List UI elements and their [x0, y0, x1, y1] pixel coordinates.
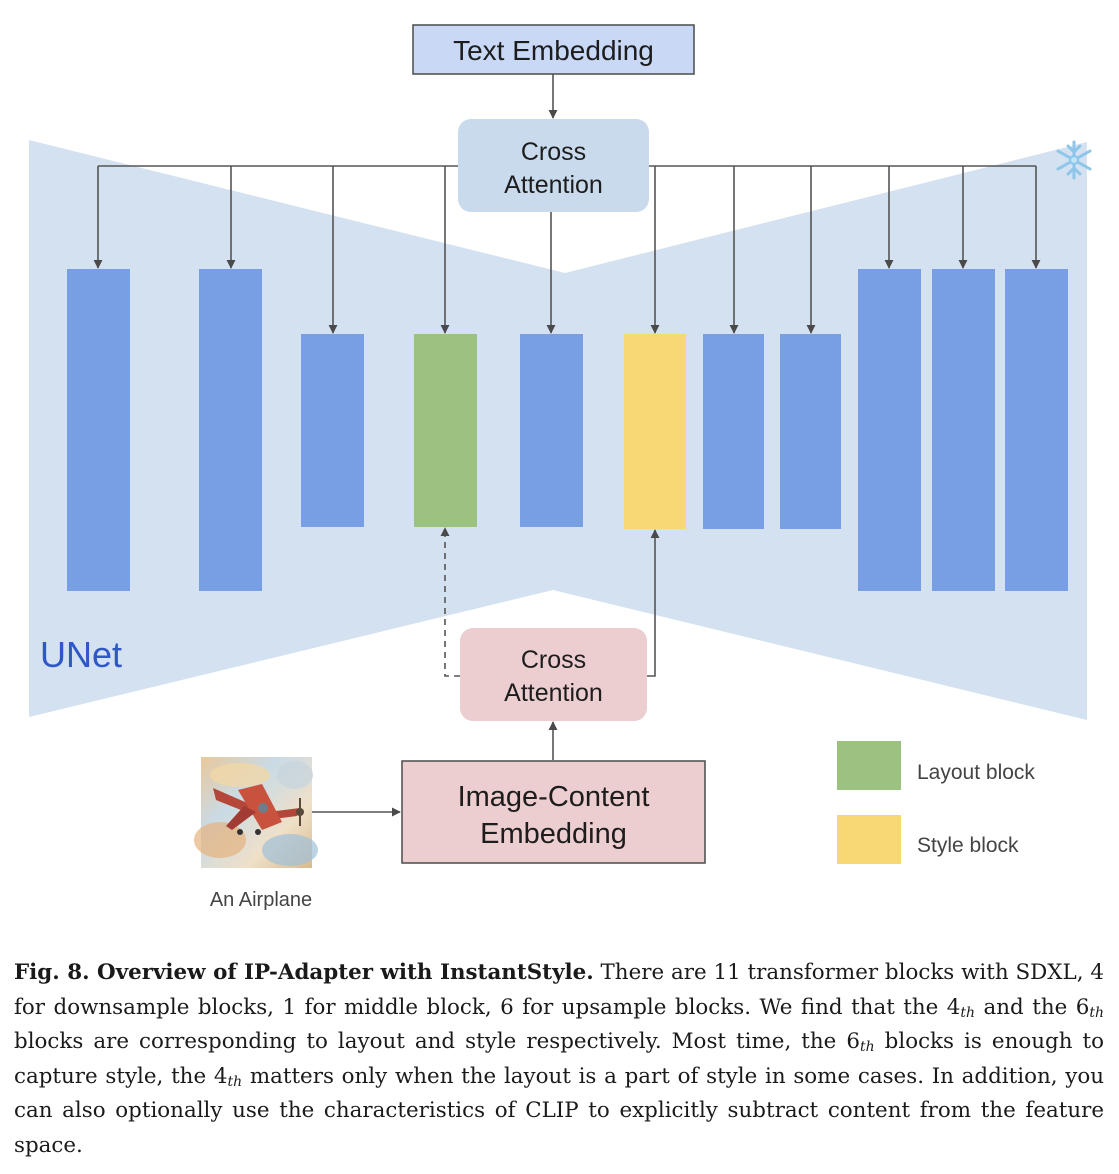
block-2	[199, 269, 262, 591]
caption-sub-4: th	[227, 1073, 243, 1090]
figure-caption: Fig. 8. Overview of IP-Adapter with Inst…	[14, 956, 1104, 1163]
caption-text-1: There are 11 transformer blocks with SDX…	[14, 960, 1104, 1020]
svg-text:Attention: Attention	[504, 679, 603, 707]
block-11	[1005, 269, 1068, 591]
legend: Layout block Style block	[837, 741, 1035, 864]
svg-text:Text Embedding: Text Embedding	[453, 35, 654, 66]
block-4-layout	[414, 334, 477, 527]
block-3	[301, 334, 364, 527]
legend-style-swatch	[837, 815, 901, 864]
svg-text:Cross: Cross	[521, 138, 586, 166]
caption-sub-3: th	[859, 1039, 875, 1055]
block-6-style	[624, 334, 686, 529]
block-8	[780, 334, 841, 529]
legend-layout-swatch	[837, 741, 901, 790]
legend-style-label: Style block	[917, 834, 1019, 857]
transformer-blocks	[67, 269, 1068, 591]
caption-text-3: blocks are corresponding to layout and s…	[14, 1029, 860, 1054]
caption-sub-2: th	[1089, 1004, 1104, 1021]
airplane-image	[194, 757, 318, 868]
bottom-connectors	[312, 527, 660, 817]
caption-text-2: and the 6	[975, 994, 1090, 1020]
block-7	[703, 334, 764, 529]
top-connectors	[93, 74, 1041, 334]
ip-adapter-diagram: UNet Text Embedding Cross Attention	[29, 24, 1092, 911]
input-image-caption: An Airplane	[210, 889, 312, 911]
cross-attention-top-box: Cross Attention	[458, 119, 649, 212]
snowflake-icon	[1056, 140, 1092, 180]
svg-text:Attention: Attention	[504, 171, 603, 199]
caption-text-4: blocks is enough to capture style, the 4	[14, 1029, 1104, 1089]
svg-text:Embedding: Embedding	[480, 818, 627, 850]
unet-label: UNet	[40, 634, 122, 675]
block-10	[932, 269, 995, 591]
legend-layout-label: Layout block	[917, 761, 1035, 784]
block-1	[67, 269, 130, 591]
block-5	[520, 334, 583, 527]
text-embedding-box: Text Embedding	[412, 24, 695, 75]
cross-attention-bottom-box: Cross Attention	[460, 628, 647, 721]
caption-text-5: matters only when the layout is a part o…	[14, 1063, 1104, 1158]
svg-text:Image-Content: Image-Content	[458, 781, 650, 813]
svg-text:Cross: Cross	[521, 646, 586, 674]
caption-title: Fig. 8. Overview of IP-Adapter with Inst…	[14, 960, 594, 985]
image-content-embedding-box: Image-Content Embedding	[401, 760, 706, 864]
caption-sub-1: th	[960, 1004, 976, 1021]
block-9	[858, 269, 921, 591]
